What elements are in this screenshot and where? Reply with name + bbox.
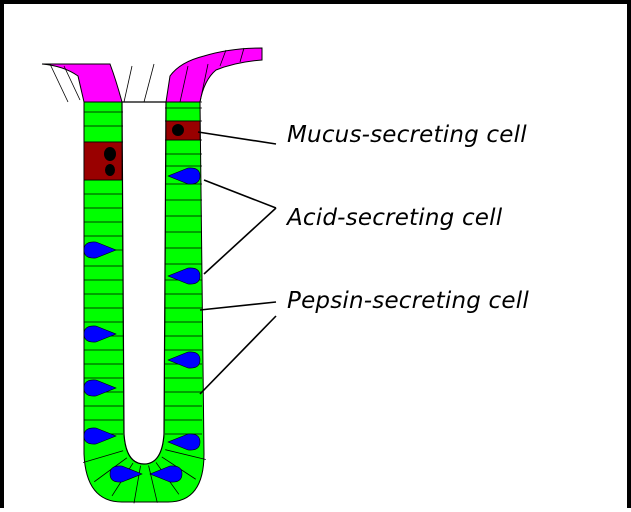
- label-acid-secreting-cell: Acid-secreting cell: [287, 205, 502, 231]
- leader-pepsin-top: [200, 302, 276, 310]
- surface-cells-left: [42, 64, 122, 102]
- gastric-gland-diagram: [4, 4, 631, 512]
- mucus-cell-left: [84, 142, 122, 180]
- leader-mucus: [198, 132, 276, 144]
- leader-acid-top: [204, 180, 276, 208]
- leader-lines: [198, 132, 276, 394]
- surface-cells-right: [166, 48, 262, 102]
- gland-lumen: [122, 102, 166, 464]
- leader-acid-bottom: [204, 208, 276, 274]
- label-pepsin-secreting-cell: Pepsin-secreting cell: [287, 288, 529, 314]
- leader-pepsin-bottom: [200, 316, 276, 394]
- label-mucus-secreting-cell: Mucus-secreting cell: [287, 122, 527, 148]
- mucus-cell-right: [166, 121, 200, 140]
